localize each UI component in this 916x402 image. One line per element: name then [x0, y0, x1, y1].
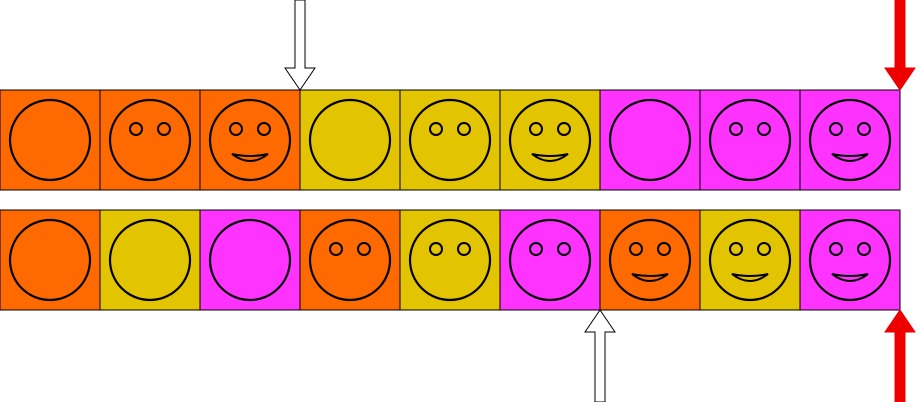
cell-magenta	[799, 89, 901, 191]
cell-yellow	[499, 89, 601, 191]
eye-icon	[729, 242, 743, 256]
bottom-red-arrow	[884, 309, 916, 402]
face-icon	[208, 218, 292, 302]
face-icon	[808, 218, 892, 302]
mouth-icon	[631, 273, 669, 282]
cell-yellow	[399, 89, 501, 191]
eye-icon	[829, 122, 843, 136]
eye-icon	[257, 122, 271, 136]
eye-icon	[557, 122, 571, 136]
cell-magenta	[199, 209, 301, 311]
eye-icon	[757, 122, 771, 136]
face-icon	[108, 218, 192, 302]
face-icon	[108, 98, 192, 182]
cell-magenta	[699, 89, 801, 191]
cell-orange	[599, 209, 701, 311]
face-icon	[808, 98, 892, 182]
face-icon	[508, 98, 592, 182]
eye-icon	[857, 242, 871, 256]
eye-icon	[557, 242, 571, 256]
bottom-row	[0, 209, 901, 311]
top-white-arrow	[284, 0, 316, 91]
eye-icon	[429, 242, 443, 256]
face-icon	[708, 98, 792, 182]
eye-icon	[429, 122, 443, 136]
eye-icon	[157, 122, 171, 136]
eye-icon	[457, 122, 471, 136]
mouth-icon	[731, 273, 769, 282]
face-icon	[508, 218, 592, 302]
eye-icon	[829, 242, 843, 256]
cell-magenta	[599, 89, 701, 191]
eye-icon	[857, 122, 871, 136]
eye-icon	[529, 242, 543, 256]
eye-icon	[729, 122, 743, 136]
cell-magenta	[499, 209, 601, 311]
mouth-icon	[231, 153, 269, 162]
bottom-white-arrow	[584, 309, 616, 402]
cell-orange	[99, 89, 201, 191]
cell-orange	[199, 89, 301, 191]
face-icon	[8, 218, 92, 302]
eye-icon	[457, 242, 471, 256]
eye-icon	[629, 242, 643, 256]
mouth-icon	[531, 153, 569, 162]
eye-icon	[129, 122, 143, 136]
top-row	[0, 89, 901, 191]
cell-orange	[0, 89, 101, 191]
eye-icon	[329, 242, 343, 256]
cell-orange	[0, 209, 101, 311]
eye-icon	[529, 122, 543, 136]
cell-orange	[299, 209, 401, 311]
eye-icon	[357, 242, 371, 256]
face-icon	[708, 218, 792, 302]
cell-magenta	[799, 209, 901, 311]
face-icon	[408, 98, 492, 182]
eye-icon	[757, 242, 771, 256]
cell-yellow	[299, 89, 401, 191]
eye-icon	[229, 122, 243, 136]
face-icon	[308, 98, 392, 182]
face-icon	[208, 98, 292, 182]
cell-yellow	[699, 209, 801, 311]
cell-yellow	[99, 209, 201, 311]
face-icon	[8, 98, 92, 182]
top-red-arrow	[884, 0, 916, 91]
cell-yellow	[399, 209, 501, 311]
mouth-icon	[831, 153, 869, 162]
mouth-icon	[831, 273, 869, 282]
eye-icon	[657, 242, 671, 256]
face-icon	[608, 218, 692, 302]
face-icon	[308, 218, 392, 302]
face-icon	[408, 218, 492, 302]
face-icon	[608, 98, 692, 182]
